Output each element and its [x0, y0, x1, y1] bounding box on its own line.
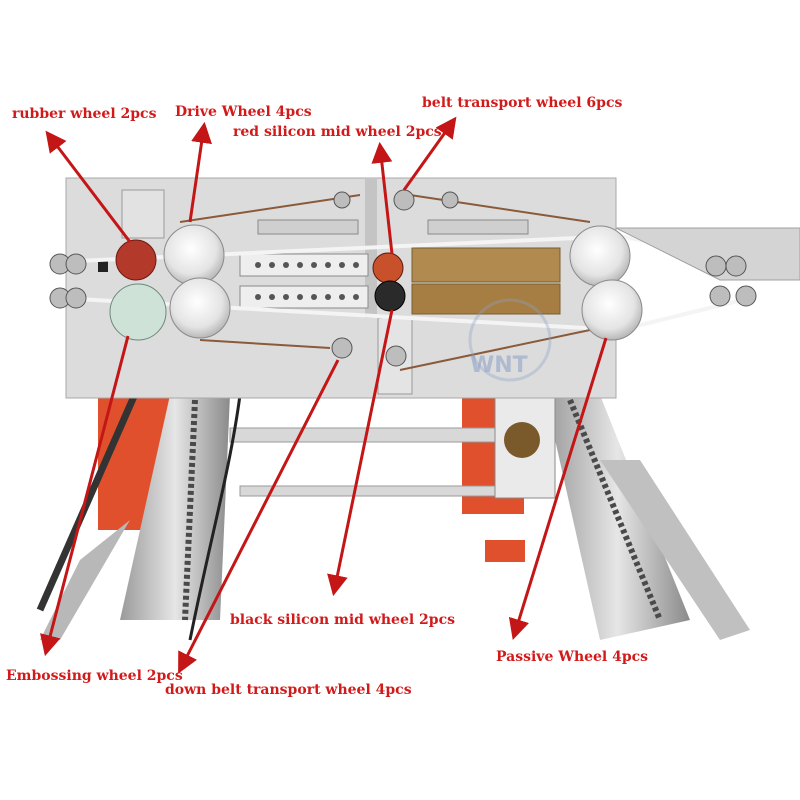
lower-frame	[36, 358, 750, 641]
drive-wheel-lower	[169, 277, 231, 339]
bar-holes	[255, 262, 359, 300]
drive-wheel-upper	[163, 224, 225, 286]
clamp-right	[427, 219, 529, 235]
label-drive-wheel: Drive Wheel 4pcs	[175, 104, 312, 120]
passive-wheel-lower	[581, 279, 643, 341]
perforated-bar-lower	[239, 285, 369, 309]
rubber-wheel	[115, 239, 157, 281]
label-belt-transport-wheel: belt transport wheel 6pcs	[422, 95, 623, 111]
passive-wheel-upper	[569, 225, 631, 287]
label-passive-wheel: Passive Wheel 4pcs	[496, 649, 649, 665]
left-rail-far	[40, 520, 130, 640]
label-black-silicon-mid-wheel: black silicon mid wheel 2pcs	[230, 612, 455, 628]
arrow-passive-wheel	[508, 337, 608, 641]
label-rubber-wheel: rubber wheel 2pcs	[12, 106, 157, 122]
right-rail-far	[600, 460, 750, 640]
orange-handle	[485, 540, 525, 562]
small-rollers	[49, 189, 757, 367]
arrow-down-belt-wheel	[178, 359, 340, 674]
left-rail	[120, 395, 230, 620]
watermark-ring	[468, 298, 552, 382]
arrow-drive-wheel	[188, 121, 212, 223]
cable	[188, 394, 242, 641]
watermark: WNT	[470, 353, 528, 378]
clamp-left	[257, 219, 359, 235]
embossing-wheel	[109, 283, 167, 341]
arrow-embossing-wheel	[40, 335, 130, 657]
right-outfeed-plate	[615, 227, 800, 281]
motor-box	[121, 189, 165, 239]
arrow-rubber-wheel	[45, 130, 132, 243]
label-embossing-wheel: Embossing wheel 2pcs	[6, 668, 183, 684]
arrow-black-silicon-wheel	[327, 309, 394, 597]
right-chain	[567, 398, 663, 622]
brown-belt	[179, 194, 591, 371]
annotation-arrows	[40, 116, 608, 674]
gear-icon	[504, 422, 540, 458]
label-red-silicon-mid-wheel: red silicon mid wheel 2pcs	[233, 124, 442, 140]
perforated-bar-upper	[239, 253, 369, 277]
red-silicon-wheel	[372, 252, 404, 284]
main-panel: WNT	[49, 177, 800, 399]
arrow-belt-transport-wheel	[402, 116, 457, 191]
left-chain	[182, 399, 198, 621]
brass-block-lower	[411, 283, 561, 315]
black-silicon-wheel	[374, 280, 406, 312]
arrow-red-silicon-wheel	[371, 141, 394, 255]
cross-shaft-lower	[239, 485, 511, 497]
drive-belt-long	[36, 358, 154, 612]
label-down-belt-transport-wheel: down belt transport wheel 4pcs	[165, 682, 412, 698]
brass-block-upper	[411, 247, 561, 283]
cross-shaft-upper	[229, 427, 531, 443]
switch	[98, 258, 108, 272]
